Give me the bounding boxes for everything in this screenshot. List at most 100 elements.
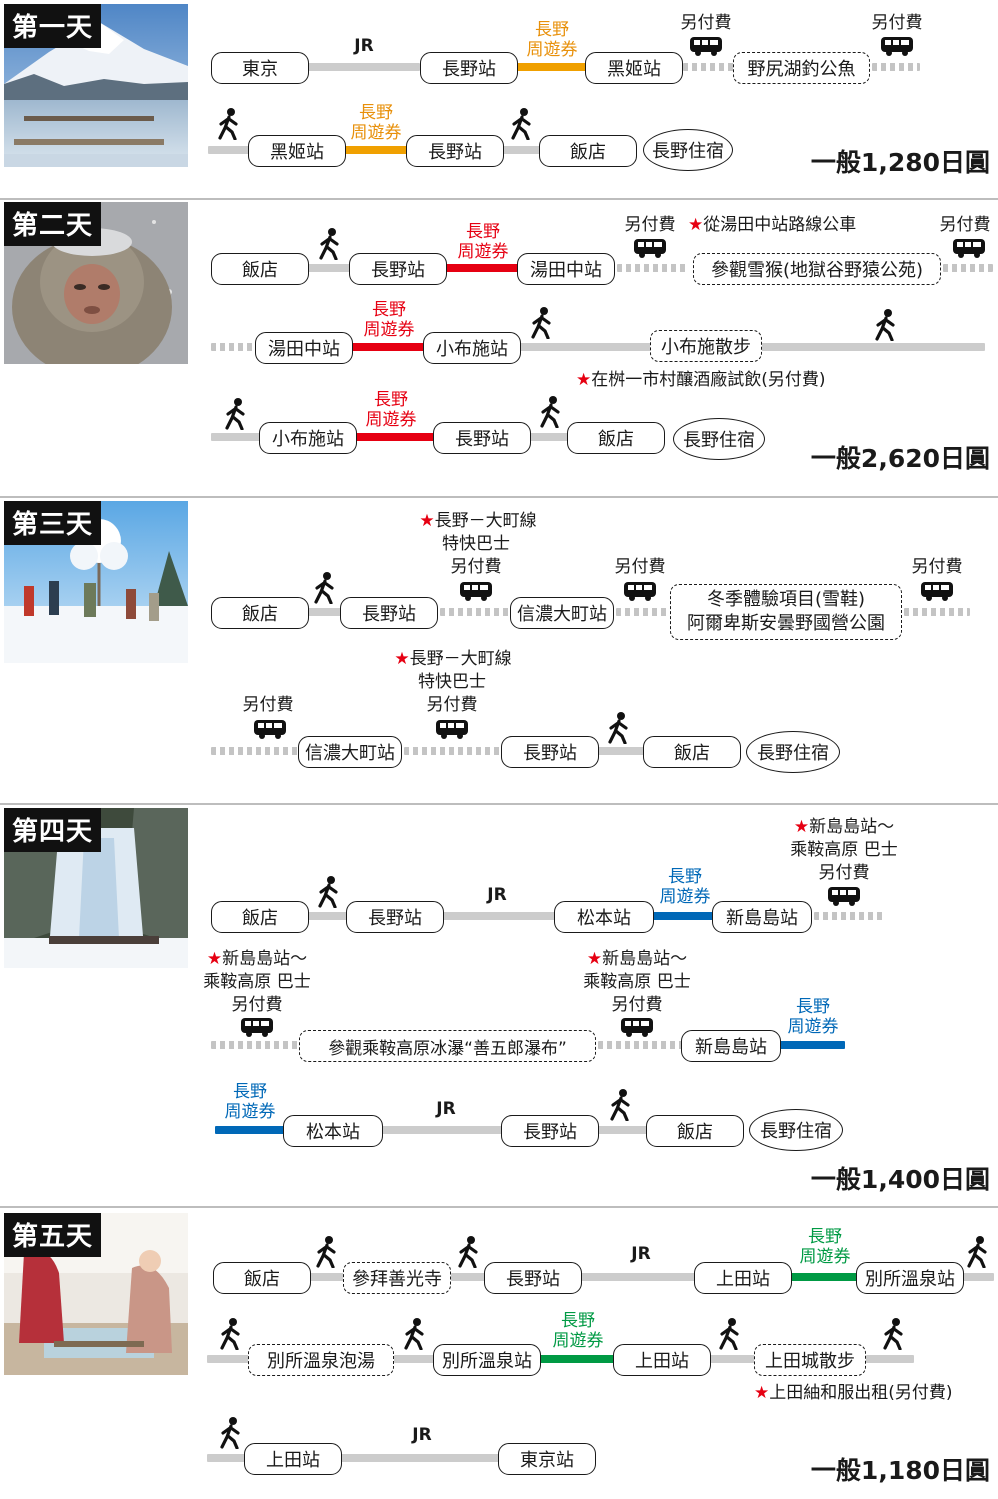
nagano-pass-label: 長野周遊券 [787,997,839,1037]
extra-fee-label: 另付費 [242,695,294,715]
walk-connector [309,1273,345,1281]
route-note: 乘鞍高原 巴士 [583,972,691,992]
jr-label: JR [487,885,507,905]
station-node: 飯店 [211,901,309,933]
pass-connector [351,343,427,351]
station-node: 新島島站 [681,1030,781,1062]
station-node: 上田站 [244,1443,342,1475]
route-note: ★長野－大町線 [419,511,537,531]
walking-person-icon [511,108,531,140]
station-node: 信濃大町站 [510,597,614,629]
route-note: 特快巴士 [418,672,486,692]
walking-person-icon [458,1236,478,1268]
walking-person-icon [404,1318,424,1350]
star-icon: ★ [394,649,410,669]
star-icon: ★ [754,1383,770,1403]
bus-icon [881,37,913,56]
station-node: 飯店 [213,1262,311,1294]
walk-connector [962,1273,994,1281]
walking-person-icon [967,1236,987,1268]
walk-connector [211,433,265,441]
jr-connector [381,1126,503,1134]
station-node: 飯店 [643,736,741,768]
station-node: 湯田中站 [517,253,615,285]
station-node: 長野站 [420,52,518,84]
walking-person-icon [318,876,338,908]
activity-node: 別所溫泉泡湯 [248,1344,394,1376]
station-node: 飯店 [211,597,309,629]
station-node: 長野站 [340,597,438,629]
star-icon: ★ [576,370,592,390]
walk-connector [866,1355,914,1363]
walk-connector [529,433,571,441]
station-node: 別所溫泉站 [433,1344,541,1376]
extra-fee-label: 另付費 [818,863,870,883]
walk-connector [502,146,542,154]
walking-person-icon [319,228,339,260]
pass-connector [539,1355,617,1363]
extra-fee-label: 另付費 [611,995,663,1015]
star-icon: ★ [688,215,704,235]
lodging-node: 長野住宿 [749,1109,843,1151]
walking-person-icon [220,1318,240,1350]
pass-connector [355,433,435,441]
bus-connector [814,912,884,920]
jr-connector [580,1273,698,1281]
nagano-pass-label: 長野周遊券 [552,1311,604,1351]
walking-person-icon [314,572,334,604]
extra-fee-label: 另付費 [624,215,676,235]
walk-connector [394,1355,434,1363]
walk-connector [307,912,349,920]
extra-fee-label: 另付費 [231,995,283,1015]
station-node: 飯店 [539,135,637,167]
walk-connector [307,264,351,272]
pass-connector [445,264,521,272]
station-node: 黑姬站 [585,52,683,84]
section-divider [0,1206,998,1208]
station-node: 信濃大町站 [298,736,402,768]
lodging-node: 長野住宿 [673,418,765,460]
station-node: 東京 [211,52,309,84]
walking-person-icon [225,398,245,430]
day-title: 第一天 [4,4,102,48]
nagano-pass-label: 長野周遊券 [350,103,402,143]
extra-fee-label: 另付費 [911,557,963,577]
route-note: ★從湯田中站路線公車 [688,215,857,235]
star-icon: ★ [419,511,435,531]
route-note: 乘鞍高原 巴士 [790,840,898,860]
nagano-pass-label: 長野周遊券 [365,390,417,430]
activity-node: 參觀雪猴(地獄谷野猿公苑) [693,253,941,285]
station-node: 松本站 [554,901,654,933]
day-title: 第三天 [4,501,102,545]
activity-node: 參拜善光寺 [343,1262,451,1294]
bus-connector [904,608,970,616]
station-node: 湯田中站 [255,332,353,364]
walk-connector [597,747,645,755]
lodging-node: 長野住宿 [746,731,840,773]
station-node: 松本站 [283,1115,383,1147]
jr-connector [340,1454,500,1462]
jr-label: JR [631,1244,651,1264]
section-divider [0,198,998,200]
bus-connector [598,1041,684,1049]
station-node: 飯店 [211,253,309,285]
pass-connector [515,63,587,71]
extra-fee-label: 另付費 [450,557,502,577]
station-node: 小布施站 [423,332,521,364]
walking-person-icon [875,309,895,341]
star-icon: ★ [586,949,603,969]
pass-connector [779,1041,845,1049]
bus-connector [616,608,668,616]
bus-connector [943,264,993,272]
pass-connector [790,1273,860,1281]
route-note: 乘鞍高原 巴士 [203,972,311,992]
station-node: 上田站 [694,1262,792,1294]
bus-icon [621,1018,653,1037]
station-node: 東京站 [498,1443,596,1475]
bus-connector [617,264,689,272]
extra-fee-label: 另付費 [426,695,478,715]
station-node: 小布施站 [259,422,357,454]
walking-person-icon [883,1318,903,1350]
extra-fee-label: 另付費 [871,13,923,33]
bus-icon [828,887,860,906]
